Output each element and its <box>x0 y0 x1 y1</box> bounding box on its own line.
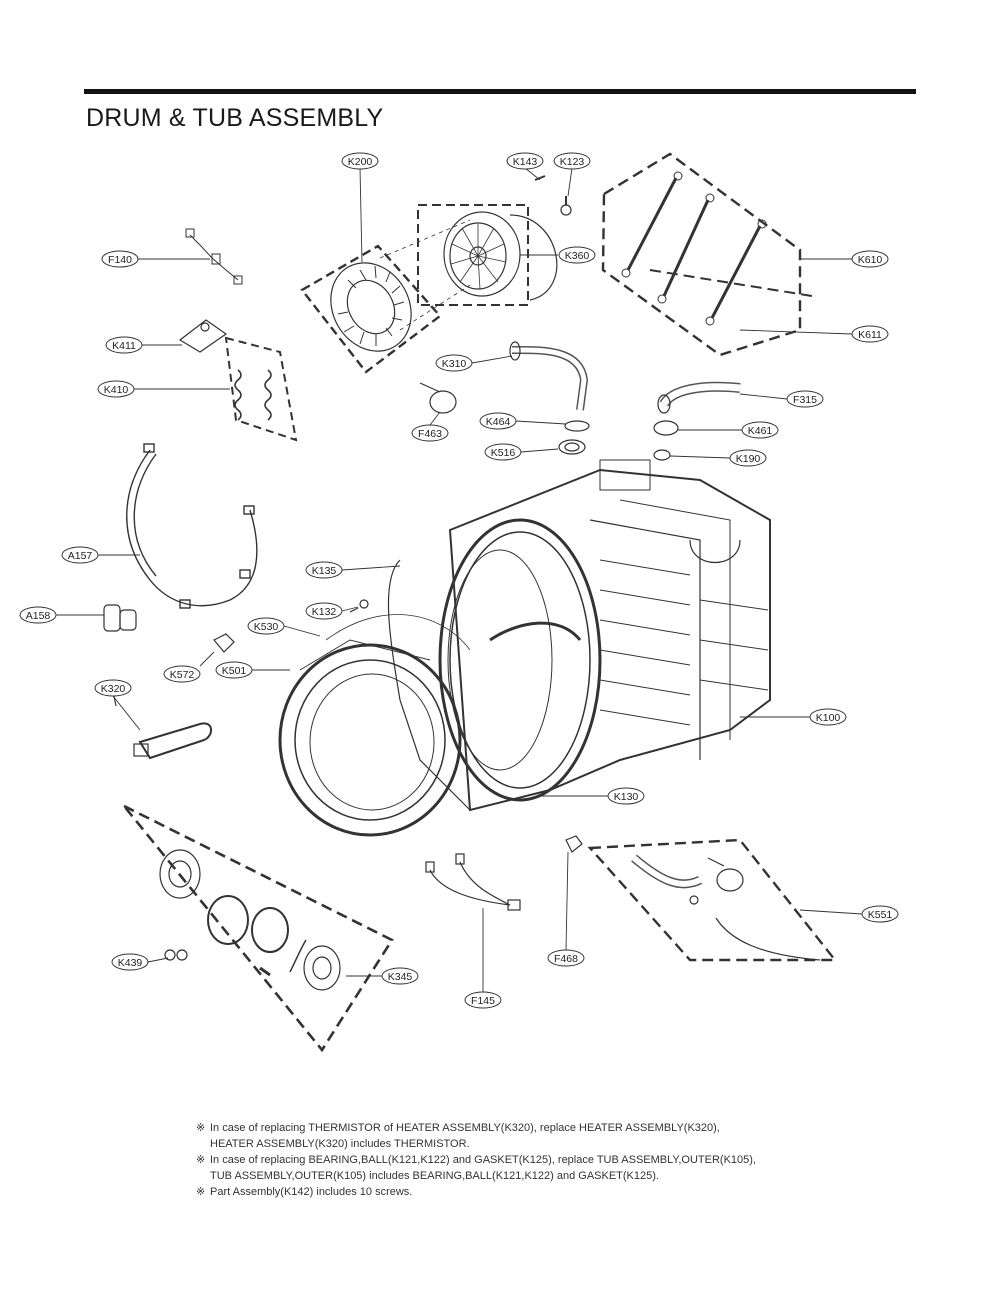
drain-pump-group <box>122 804 394 1053</box>
callout-k100: K100 <box>809 708 847 726</box>
svg-text:F140: F140 <box>108 254 132 266</box>
svg-text:K411: K411 <box>112 340 136 352</box>
note-line: TUB ASSEMBLY,OUTER(K105) includes BEARIN… <box>210 1170 659 1182</box>
svg-text:K611: K611 <box>858 329 882 341</box>
svg-text:F145: F145 <box>471 995 495 1007</box>
footnote-screws: ※ Part Assembly(K142) includes 10 screws… <box>196 1184 896 1200</box>
rotor-group <box>300 219 471 374</box>
sump-hose-group <box>565 835 838 962</box>
svg-text:F315: F315 <box>793 394 817 406</box>
callout-k516: K516 <box>484 443 522 461</box>
callout-f315: F315 <box>786 390 824 408</box>
callout-a158: A158 <box>19 606 57 624</box>
callout-f145: F145 <box>464 991 502 1009</box>
pump-harness <box>425 853 521 911</box>
cable-tie-part <box>103 604 137 632</box>
door-gasket <box>278 639 462 837</box>
stator-group <box>417 175 572 306</box>
svg-text:K100: K100 <box>816 712 841 724</box>
callout-a157: A157 <box>61 546 99 564</box>
callout-k572: K572 <box>163 665 201 683</box>
svg-text:K360: K360 <box>565 250 590 262</box>
leader-lines <box>56 167 863 992</box>
svg-text:K200: K200 <box>348 156 373 168</box>
sensor-wire <box>185 228 243 285</box>
drain-hose <box>419 341 590 455</box>
svg-text:K310: K310 <box>442 358 467 370</box>
callouts: K200 K143 K123 F140 K360 K610 K611 K411 … <box>19 152 899 1009</box>
svg-text:K135: K135 <box>312 565 337 577</box>
callout-k411: K411 <box>105 336 143 354</box>
heater-assembly <box>113 695 212 760</box>
svg-text:K439: K439 <box>118 957 143 969</box>
inlet-hose <box>653 381 741 461</box>
svg-text:K530: K530 <box>254 621 279 633</box>
damper-group <box>601 152 813 357</box>
callout-k123: K123 <box>553 152 591 170</box>
callout-k135: K135 <box>305 561 343 579</box>
page-title: DRUM & TUB ASSEMBLY <box>86 104 384 132</box>
svg-text:K143: K143 <box>513 156 538 168</box>
note-mark: ※ <box>196 1186 206 1198</box>
spring-group <box>178 319 298 442</box>
svg-text:K320: K320 <box>101 683 126 695</box>
callout-k190: K190 <box>729 449 767 467</box>
header-rule <box>84 89 916 94</box>
footnote-bearing: ※ In case of replacing BEARING,BALL(K121… <box>196 1152 896 1184</box>
svg-text:A157: A157 <box>68 550 93 562</box>
callout-k310: K310 <box>435 354 473 372</box>
tub-assembly <box>387 459 771 812</box>
callout-k200: K200 <box>341 152 379 170</box>
callout-k501: K501 <box>215 661 253 679</box>
svg-text:K130: K130 <box>614 791 639 803</box>
callout-k439: K439 <box>111 953 149 971</box>
svg-text:K123: K123 <box>560 156 585 168</box>
callout-f463: F463 <box>411 424 449 442</box>
callout-k530: K530 <box>247 617 285 635</box>
note-mark: ※ <box>196 1154 206 1166</box>
callout-k551: K551 <box>861 905 899 923</box>
callout-k360: K360 <box>558 246 596 264</box>
svg-text:K190: K190 <box>736 453 761 465</box>
svg-text:K464: K464 <box>486 416 511 428</box>
note-line: In case of replacing THERMISTOR of HEATE… <box>210 1122 720 1134</box>
svg-text:K461: K461 <box>748 425 773 437</box>
svg-text:K410: K410 <box>104 384 129 396</box>
callout-k130: K130 <box>607 787 645 805</box>
callout-k345: K345 <box>381 967 419 985</box>
note-line: Part Assembly(K142) includes 10 screws. <box>210 1186 413 1198</box>
callout-k464: K464 <box>479 412 517 430</box>
svg-text:K610: K610 <box>858 254 883 266</box>
svg-text:F463: F463 <box>418 428 442 440</box>
svg-text:K516: K516 <box>491 447 516 459</box>
note-line: In case of replacing BEARING,BALL(K121,K… <box>210 1154 756 1166</box>
footnotes: ※ In case of replacing THERMISTOR of HEA… <box>196 1120 896 1200</box>
svg-text:K572: K572 <box>170 669 195 681</box>
svg-text:K345: K345 <box>388 971 413 983</box>
callout-k611: K611 <box>851 325 889 343</box>
callout-k410: K410 <box>97 380 135 398</box>
footnote-heater: ※ In case of replacing THERMISTOR of HEA… <box>196 1120 896 1152</box>
callout-k143: K143 <box>506 152 544 170</box>
svg-text:F468: F468 <box>554 953 578 965</box>
svg-text:A158: A158 <box>26 610 51 622</box>
svg-text:K501: K501 <box>222 665 247 677</box>
callout-f140: F140 <box>101 250 139 268</box>
svg-text:K551: K551 <box>868 909 893 921</box>
callout-k320: K320 <box>94 679 132 697</box>
note-mark: ※ <box>196 1122 206 1134</box>
wire-harness <box>126 443 258 609</box>
callout-k610: K610 <box>851 250 889 268</box>
callout-k461: K461 <box>741 421 779 439</box>
svg-text:K132: K132 <box>312 606 337 618</box>
callout-f468: F468 <box>547 949 585 967</box>
note-line: HEATER ASSEMBLY(K320) includes THERMISTO… <box>210 1138 470 1150</box>
callout-k132: K132 <box>305 602 343 620</box>
